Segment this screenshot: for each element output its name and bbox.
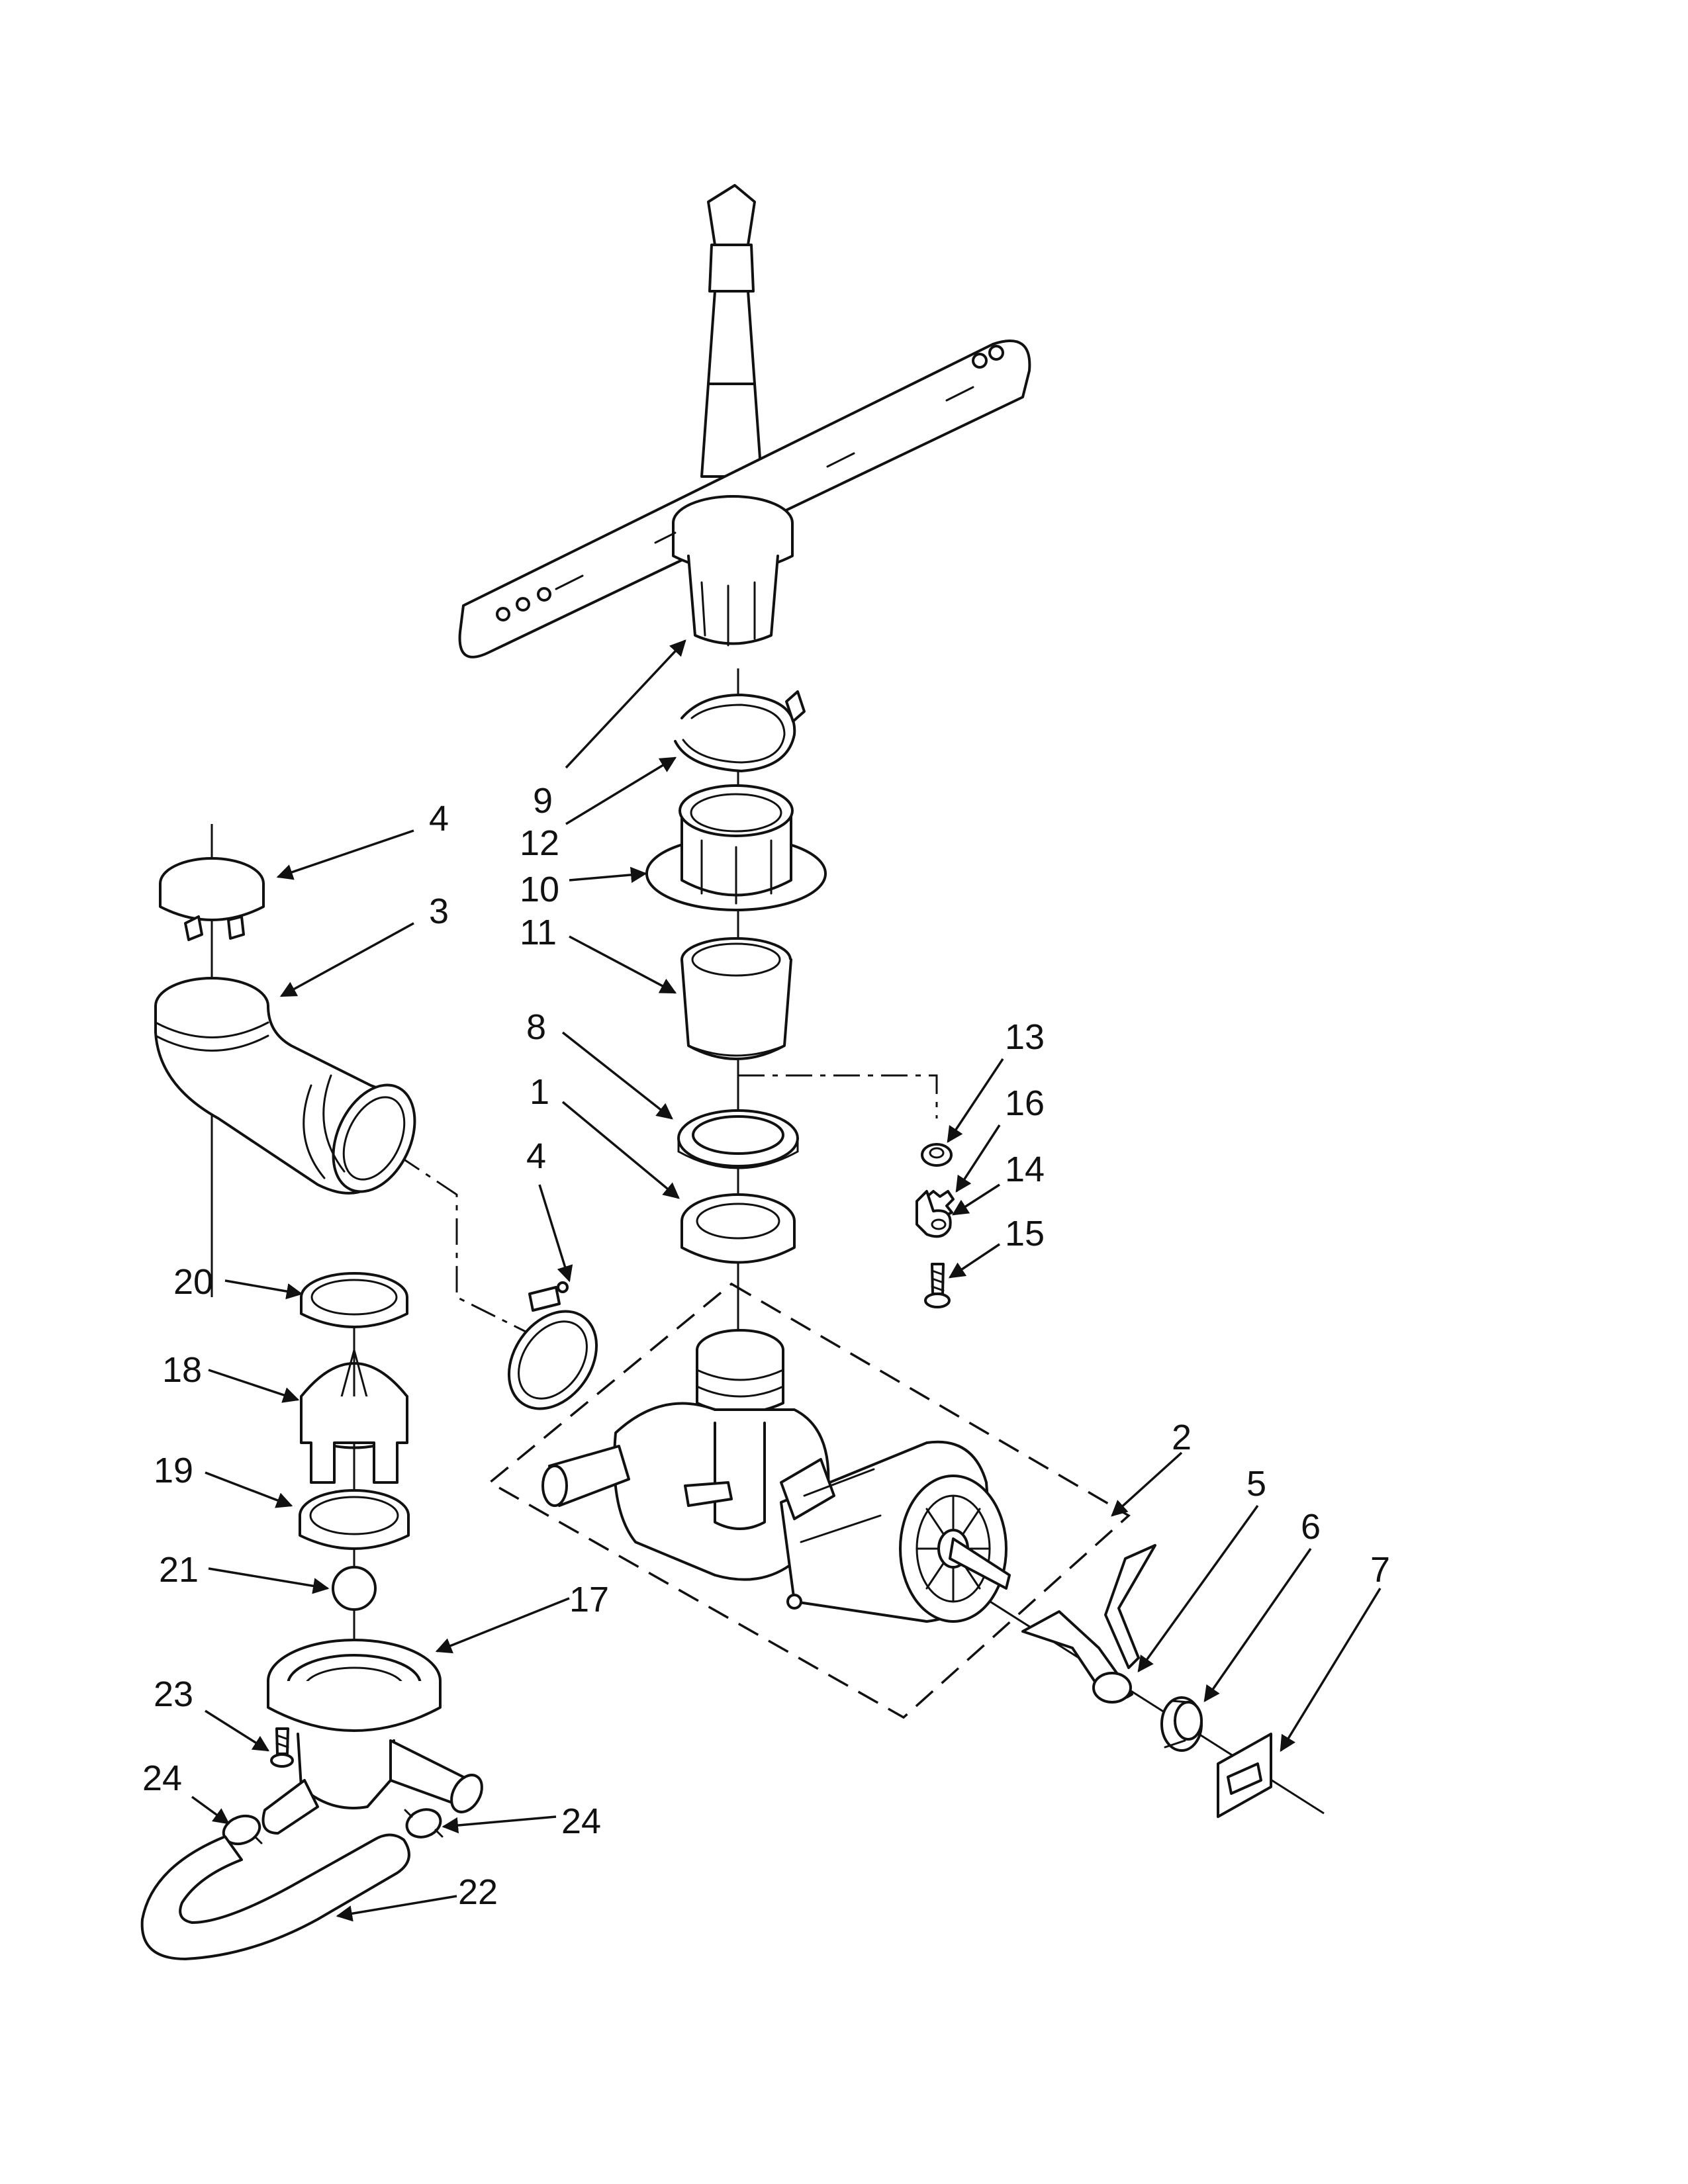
callout-23: 23 [154,1674,193,1714]
callout-13: 13 [1005,1017,1045,1057]
hose-dashdot-line [397,1154,530,1335]
hose-clamp-part-4-lower [507,1281,598,1410]
retaining-ring-part-12 [674,690,806,772]
sump-housing-part-17 [261,1639,483,1835]
hose-clamp-part-4-upper [159,857,265,941]
elbow-hose-part-3 [154,977,416,1195]
callout-5: 5 [1246,1464,1266,1504]
callout-4-upper: 4 [429,799,449,839]
callout-24-left: 24 [142,1758,182,1798]
callout-3: 3 [429,891,449,931]
callout-7: 7 [1370,1550,1390,1590]
leader-lines [191,639,1382,1922]
bracket-part-14 [915,1190,952,1238]
callout-17: 17 [569,1580,609,1619]
clip-part-5 [1021,1544,1156,1704]
callout-24-right: 24 [561,1801,601,1841]
gasket-part-1 [680,1193,796,1264]
grommet-part-6 [1160,1696,1203,1752]
callout-20: 20 [173,1262,213,1302]
bushing-part-11 [680,937,792,1060]
callout-14: 14 [1005,1150,1045,1189]
callout-11: 11 [520,913,557,952]
callout-10: 10 [520,870,559,909]
callout-4-lower: 4 [526,1136,546,1176]
seal-part-8 [677,1109,799,1169]
ring-part-20 [300,1272,408,1328]
hose-clamp-part-24-right [404,1808,444,1839]
ring-part-19 [299,1489,410,1550]
callout-12: 12 [520,823,559,863]
callout-15: 15 [1005,1214,1045,1253]
callout-6: 6 [1301,1507,1321,1547]
callout-16: 16 [1005,1083,1045,1123]
spray-arm-part-9 [458,184,1031,659]
callout-9: 9 [533,781,553,821]
callout-18: 18 [162,1350,202,1390]
check-ball-part-21 [332,1566,377,1611]
screw-part-23 [270,1727,294,1768]
callout-22: 22 [458,1872,498,1912]
callout-19: 19 [154,1451,193,1490]
hardware-dashdot-line [738,1074,938,1118]
callout-2: 2 [1172,1418,1192,1457]
pump-motor-assembly-part-2 [541,1329,1011,1623]
drain-hose-part-22 [140,1833,410,1960]
nut-part-13 [921,1143,953,1167]
insulator-part-7 [1217,1733,1272,1818]
callout-8: 8 [526,1007,546,1047]
pump-assembly-boundary [487,1282,1131,1719]
screw-part-15 [924,1263,951,1308]
chopper-part-18 [300,1349,408,1484]
bearing-housing-part-10 [645,784,827,911]
callout-1: 1 [530,1072,549,1112]
callout-21: 21 [159,1550,199,1590]
